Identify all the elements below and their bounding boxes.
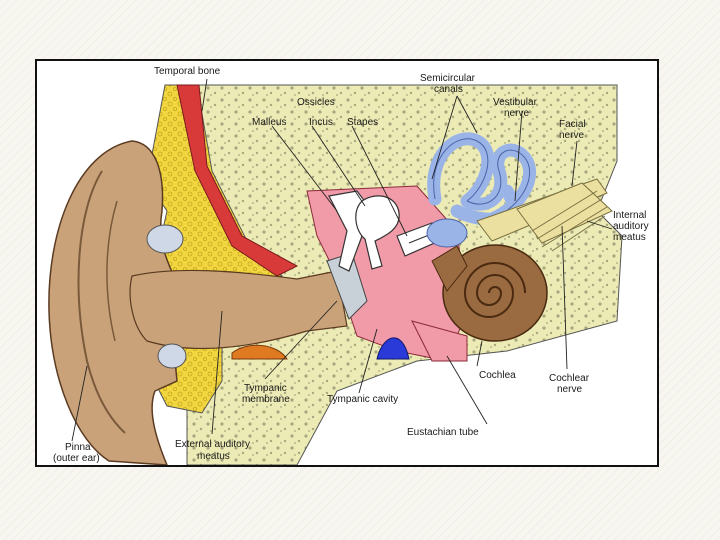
label-internal-line1: Internal	[613, 210, 646, 221]
bone-lump-upper	[146, 224, 184, 254]
label-cochlea: Cochlea	[479, 370, 516, 381]
label-pinna-line2: (outer ear)	[53, 453, 100, 464]
pinna-inner-fold	[106, 200, 118, 342]
label-pinna-line1: Pinna	[65, 442, 91, 453]
label-facial-line2: nerve	[559, 130, 584, 141]
label-tympanic-cavity: Tympanic cavity	[327, 394, 398, 405]
eustachian-tube	[411, 320, 468, 362]
cochlea	[442, 244, 548, 342]
cochlea-base	[431, 245, 468, 292]
label-facial-line1: Facial	[559, 119, 586, 130]
vein	[376, 337, 410, 360]
label-incus: Incus	[309, 117, 333, 128]
ear-anatomy-illustration: Temporal bone Ossicles Malleus Incus Sta…	[48, 66, 649, 465]
label-external-auditory-line2: meatus	[197, 451, 230, 462]
pinna-shape	[48, 140, 179, 465]
label-external-auditory-line1: External auditory	[175, 439, 250, 450]
ear-anatomy-diagram: Temporal bone Ossicles Malleus Incus Sta…	[35, 59, 659, 467]
label-cochlear-line1: Cochlear	[549, 373, 590, 384]
label-temporal-bone: Temporal bone	[154, 66, 221, 77]
label-ossicles: Ossicles	[297, 97, 335, 108]
pinna-fold	[77, 170, 126, 434]
leader-lines	[71, 78, 613, 442]
label-malleus: Malleus	[252, 117, 286, 128]
ear-canal	[129, 269, 348, 349]
orange-tissue	[231, 344, 288, 360]
label-stapes: Stapes	[347, 117, 378, 128]
label-vestibular-line1: Vestibular	[493, 97, 538, 108]
label-tympanic-membrane-line1: Tympanic	[244, 383, 287, 394]
label-internal-line3: meatus	[613, 232, 646, 243]
label-semicircular-line2: canals	[434, 84, 463, 95]
facial-nerve-bundle	[516, 182, 613, 244]
label-cochlear-line2: nerve	[557, 384, 582, 395]
semicircular-canals-outline	[433, 138, 531, 222]
label-semicircular-line1: Semicircular	[420, 73, 476, 84]
label-vestibular-line2: nerve	[504, 108, 529, 119]
label-eustachian-tube: Eustachian tube	[407, 427, 479, 438]
label-internal-line2: auditory	[613, 221, 649, 232]
label-tympanic-membrane-line2: membrane	[242, 394, 290, 405]
nerve-fibers	[531, 190, 608, 252]
vestibule	[426, 218, 468, 248]
bone-lump-lower	[157, 343, 187, 369]
muscle-strip	[176, 84, 299, 277]
